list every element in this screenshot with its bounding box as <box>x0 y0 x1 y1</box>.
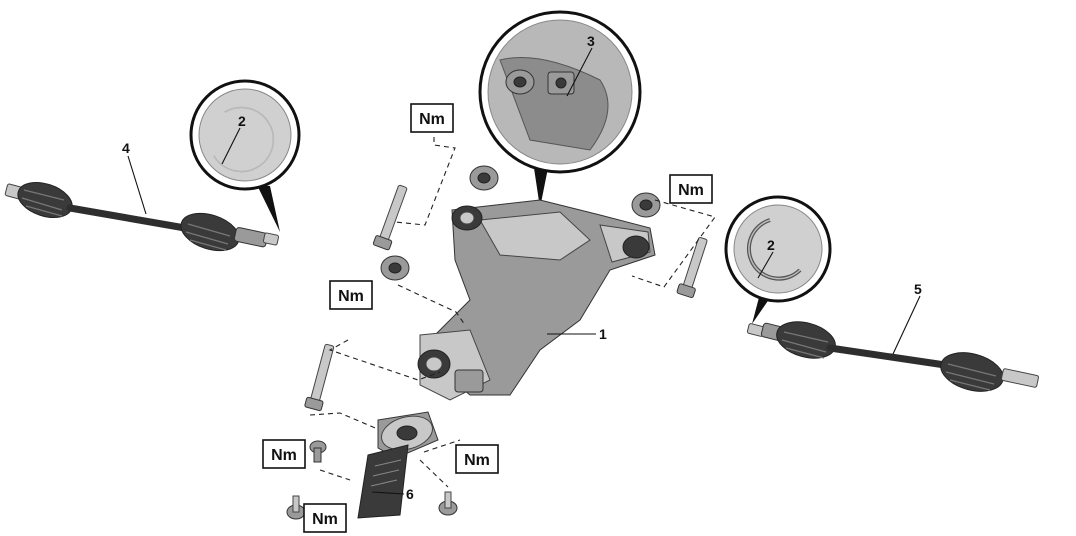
torque-label-1: Nm <box>410 103 454 133</box>
callout-6: 6 <box>406 486 414 502</box>
svg-text:Nm: Nm <box>312 511 338 528</box>
rear-differential <box>417 199 656 401</box>
leader-6 <box>371 491 405 495</box>
svg-text:Nm: Nm <box>419 111 445 128</box>
mounting-bolts <box>304 165 708 412</box>
svg-text:Nm: Nm <box>464 452 490 469</box>
callout-1: 1 <box>599 326 607 342</box>
svg-text:Nm: Nm <box>338 288 364 305</box>
callout-5: 5 <box>914 281 922 297</box>
torque-label-6: Nm <box>303 503 347 533</box>
callout-3: 3 <box>587 33 595 49</box>
svg-text:Nm: Nm <box>678 182 704 199</box>
leader-5 <box>892 295 921 355</box>
torque-dashed-lines <box>309 137 716 488</box>
left-drive-shaft <box>4 181 280 252</box>
torque-label-3: Nm <box>329 280 373 310</box>
leader-4 <box>127 155 147 215</box>
detail-circle-right: 2 <box>724 195 832 324</box>
input-flange <box>286 411 458 520</box>
svg-text:Nm: Nm <box>271 447 297 464</box>
torque-label-4: Nm <box>262 439 306 469</box>
detail-circle-left: 2 <box>189 79 301 232</box>
torque-label-2: Nm <box>669 174 713 204</box>
torque-label-5: Nm <box>455 444 499 474</box>
callout-2-right: 2 <box>767 237 775 253</box>
detail-circle-top: 3 <box>478 10 642 208</box>
callout-2-left: 2 <box>238 113 246 129</box>
callout-4: 4 <box>122 140 130 156</box>
right-drive-shaft <box>746 321 1039 392</box>
